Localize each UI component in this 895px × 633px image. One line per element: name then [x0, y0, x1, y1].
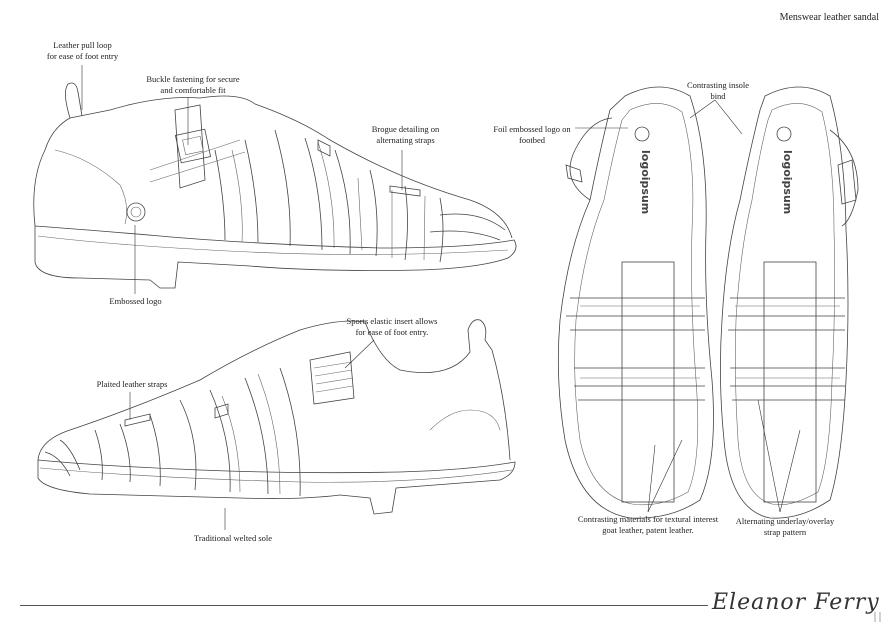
- side-view-bottom-sandal: [37, 319, 516, 515]
- page-title: Menswear leather sandal: [779, 12, 879, 23]
- designer-signature: Eleanor Ferry: [712, 590, 880, 615]
- side-view-top-sandal: [33, 82, 517, 289]
- annotation-buckle: Buckle fastening for secure and comforta…: [146, 74, 240, 95]
- annotation-foil-logo: Foil embossed logo on footbed: [493, 124, 571, 145]
- annotation-plaited: Plaited leather straps: [96, 379, 168, 389]
- footbed-logo-left: logoipsum: [639, 150, 652, 214]
- annotation-welted: Traditional welted sole: [193, 533, 273, 543]
- annotation-alternating: Alternating underlay/overlay strap patte…: [735, 516, 835, 537]
- annotation-brogue: Brogue detailing on alternating straps: [371, 124, 440, 145]
- annotation-pull-loop: Leather pull loop for ease of foot entry: [46, 40, 119, 61]
- footer-rule: [20, 605, 708, 606]
- top-view-right-sandal: logoipsum: [720, 86, 859, 519]
- annotation-elastic: Sports elastic insert allows for ease of…: [346, 316, 438, 337]
- annotation-insole-bind: Contrasting insole bind: [686, 80, 750, 101]
- leader-lines: [81, 65, 881, 622]
- top-view-left-sandal: logoipsum: [557, 86, 714, 519]
- footbed-logo-right: logoipsum: [781, 150, 794, 214]
- annotation-embossed-logo: Embossed logo: [109, 296, 162, 306]
- annotation-materials: Contrasting materials for textural inter…: [577, 514, 719, 535]
